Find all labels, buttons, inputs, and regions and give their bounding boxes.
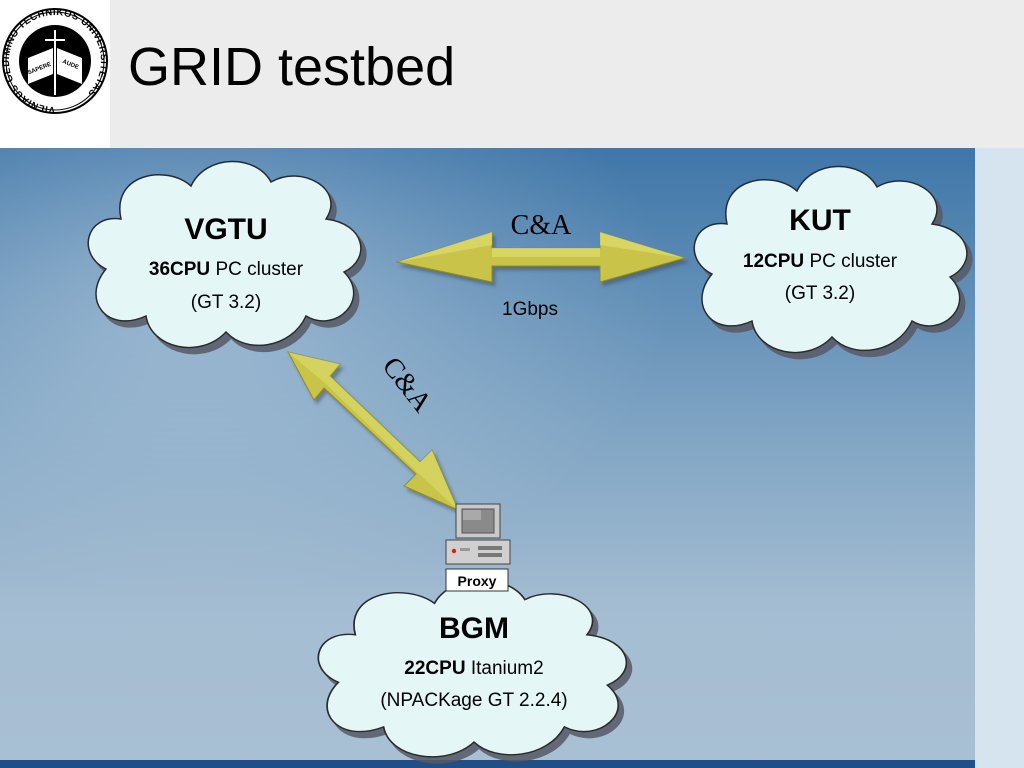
vgtu-proxy-double-arrow <box>287 351 459 511</box>
bgm-desc: Itanium2 <box>471 658 544 679</box>
vgtu-kut-link-label: C&A <box>511 210 572 241</box>
proxy-label-box <box>445 568 509 592</box>
kut-cpu-line: 12CPU PC cluster <box>743 251 898 272</box>
vgtu-kut-link-speed: 1Gbps <box>502 299 558 320</box>
kut-cloud <box>693 165 968 354</box>
vgtu-cloud <box>87 160 362 349</box>
proxy-label: Proxy <box>458 573 497 589</box>
vgtu-name: VGTU <box>184 213 267 246</box>
vgtu-kut-double-arrow <box>395 231 687 283</box>
kut-desc: PC cluster <box>809 251 897 272</box>
bgm-cpu: 22CPU <box>404 658 465 679</box>
vgtu-cpu-line: 36CPU PC cluster <box>149 259 304 280</box>
kut-name: KUT <box>789 204 851 237</box>
vgtu-desc: PC cluster <box>215 259 303 280</box>
vgtu-cpu: 36CPU <box>149 259 210 280</box>
header-band <box>0 0 1024 148</box>
logo-box: VILNIAUS GEDIMINO TECHNIKOS UNIVERSITETA… <box>0 0 110 148</box>
vgtu-sub: (GT 3.2) <box>191 292 261 313</box>
bgm-name: BGM <box>439 612 509 645</box>
bottom-line <box>0 760 975 768</box>
vgtu-proxy-link-label: C&A <box>376 351 438 419</box>
bgm-cpu-line: 22CPU Itanium2 <box>404 658 543 679</box>
bgm-sub: (NPACKage GT 2.2.4) <box>380 690 567 711</box>
kut-cpu: 12CPU <box>743 251 804 272</box>
university-seal-logo: VILNIAUS GEDIMINO TECHNIKOS UNIVERSITETA… <box>1 7 109 115</box>
slide-title: GRID testbed <box>128 37 456 97</box>
right-strip <box>975 148 1024 768</box>
logo-book-right-text: AUDE <box>61 59 79 71</box>
bgm-cloud <box>317 579 628 758</box>
proxy-computer-icon <box>445 503 511 565</box>
kut-sub: (GT 3.2) <box>785 283 855 304</box>
